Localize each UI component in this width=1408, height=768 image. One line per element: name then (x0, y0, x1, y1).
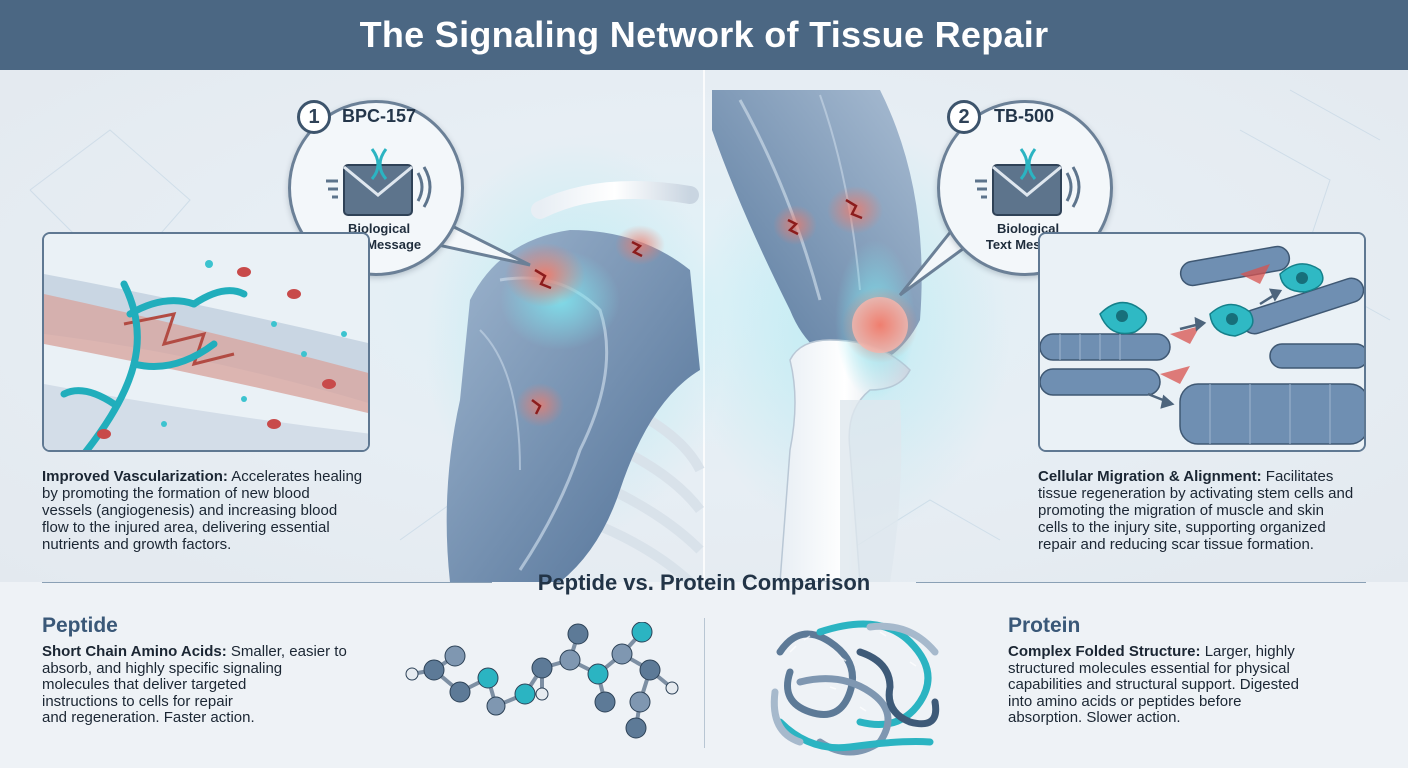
desc-text: cells to the injury site, supporting org… (1038, 519, 1326, 536)
migration-description: Cellular Migration & Alignment: Facilita… (1038, 468, 1398, 553)
tb500-name: TB-500 (994, 106, 1055, 126)
comparison-title: Peptide vs. Protein Comparison (537, 570, 871, 595)
desc-text: Larger, highly (1200, 643, 1295, 660)
peptide-title: Peptide (42, 614, 118, 637)
section-divider (916, 582, 1366, 583)
cell-migration-illustration (1040, 234, 1364, 450)
desc-heading: Cellular Migration & Alignment: (1038, 468, 1262, 485)
desc-text: Facilitates (1261, 468, 1334, 485)
desc-text: repair and reducing scar tissue formatio… (1038, 536, 1314, 553)
comparison-section: Peptide vs. Protein Comparison Peptide S… (0, 570, 1408, 768)
header-banner: The Signaling Network of Tissue Repair (0, 0, 1408, 70)
envelope-dna-icon (975, 148, 1081, 216)
desc-heading: Improved Vascularization: (42, 468, 228, 485)
illustration-area: Biological Text Message 1 BPC-157 Biolog… (0, 70, 1408, 582)
desc-text: Accelerates healing (227, 468, 363, 485)
desc-text: tissue regeneration by activating stem c… (1038, 485, 1354, 502)
anatomy-illustration (29, 70, 1391, 582)
column-separator (704, 618, 705, 748)
vascularization-description: Improved Vascularization: Accelerates he… (42, 468, 402, 553)
desc-text: instructions to cells for repair (42, 692, 233, 710)
vascularization-panel (42, 232, 370, 452)
protein-description: Complex Folded Structure: Larger, highly… (1008, 643, 1388, 727)
protein-folded-structure (770, 620, 940, 756)
migration-panel (1038, 232, 1366, 452)
number-badge-2: 2 (947, 100, 981, 134)
section-divider (42, 582, 492, 583)
desc-text: flow to the injured area, delivering ess… (42, 519, 330, 536)
number-badge-1: 1 (297, 100, 331, 134)
desc-text: into amino acids or peptides before (1008, 692, 1242, 710)
desc-text: absorb, and highly specific signaling (42, 659, 283, 677)
desc-text: and regeneration. Faster action. (42, 709, 255, 726)
page-title: The Signaling Network of Tissue Repair (359, 14, 1049, 55)
peptide-chain-molecule (405, 622, 679, 739)
bpc157-name: BPC-157 (342, 106, 417, 126)
desc-text: vessels (angiogenesis) and increasing bl… (42, 502, 338, 519)
protein-title: Protein (1008, 614, 1081, 637)
desc-text: molecules that deliver targeted (42, 676, 247, 693)
envelope-dna-icon (326, 148, 432, 216)
desc-text: absorption. Slower action. (1008, 709, 1181, 726)
peptide-description: Short Chain Amino Acids: Smaller, easier… (42, 643, 392, 727)
shoulder-illustration (425, 140, 725, 582)
desc-text: structured molecules essential for physi… (1008, 659, 1290, 677)
desc-heading: Complex Folded Structure: (1008, 643, 1201, 660)
angiogenesis-illustration (44, 234, 368, 450)
desc-text: by promoting the formation of new blood (42, 485, 310, 502)
knee-illustration (690, 90, 1010, 582)
desc-text: Smaller, easier to (226, 643, 347, 660)
desc-text: nutrients and growth factors. (42, 536, 232, 553)
desc-heading: Short Chain Amino Acids: (42, 643, 227, 660)
desc-text: capabilities and structural support. Dig… (1008, 676, 1299, 693)
desc-text: promoting the migration of muscle and sk… (1038, 502, 1324, 519)
